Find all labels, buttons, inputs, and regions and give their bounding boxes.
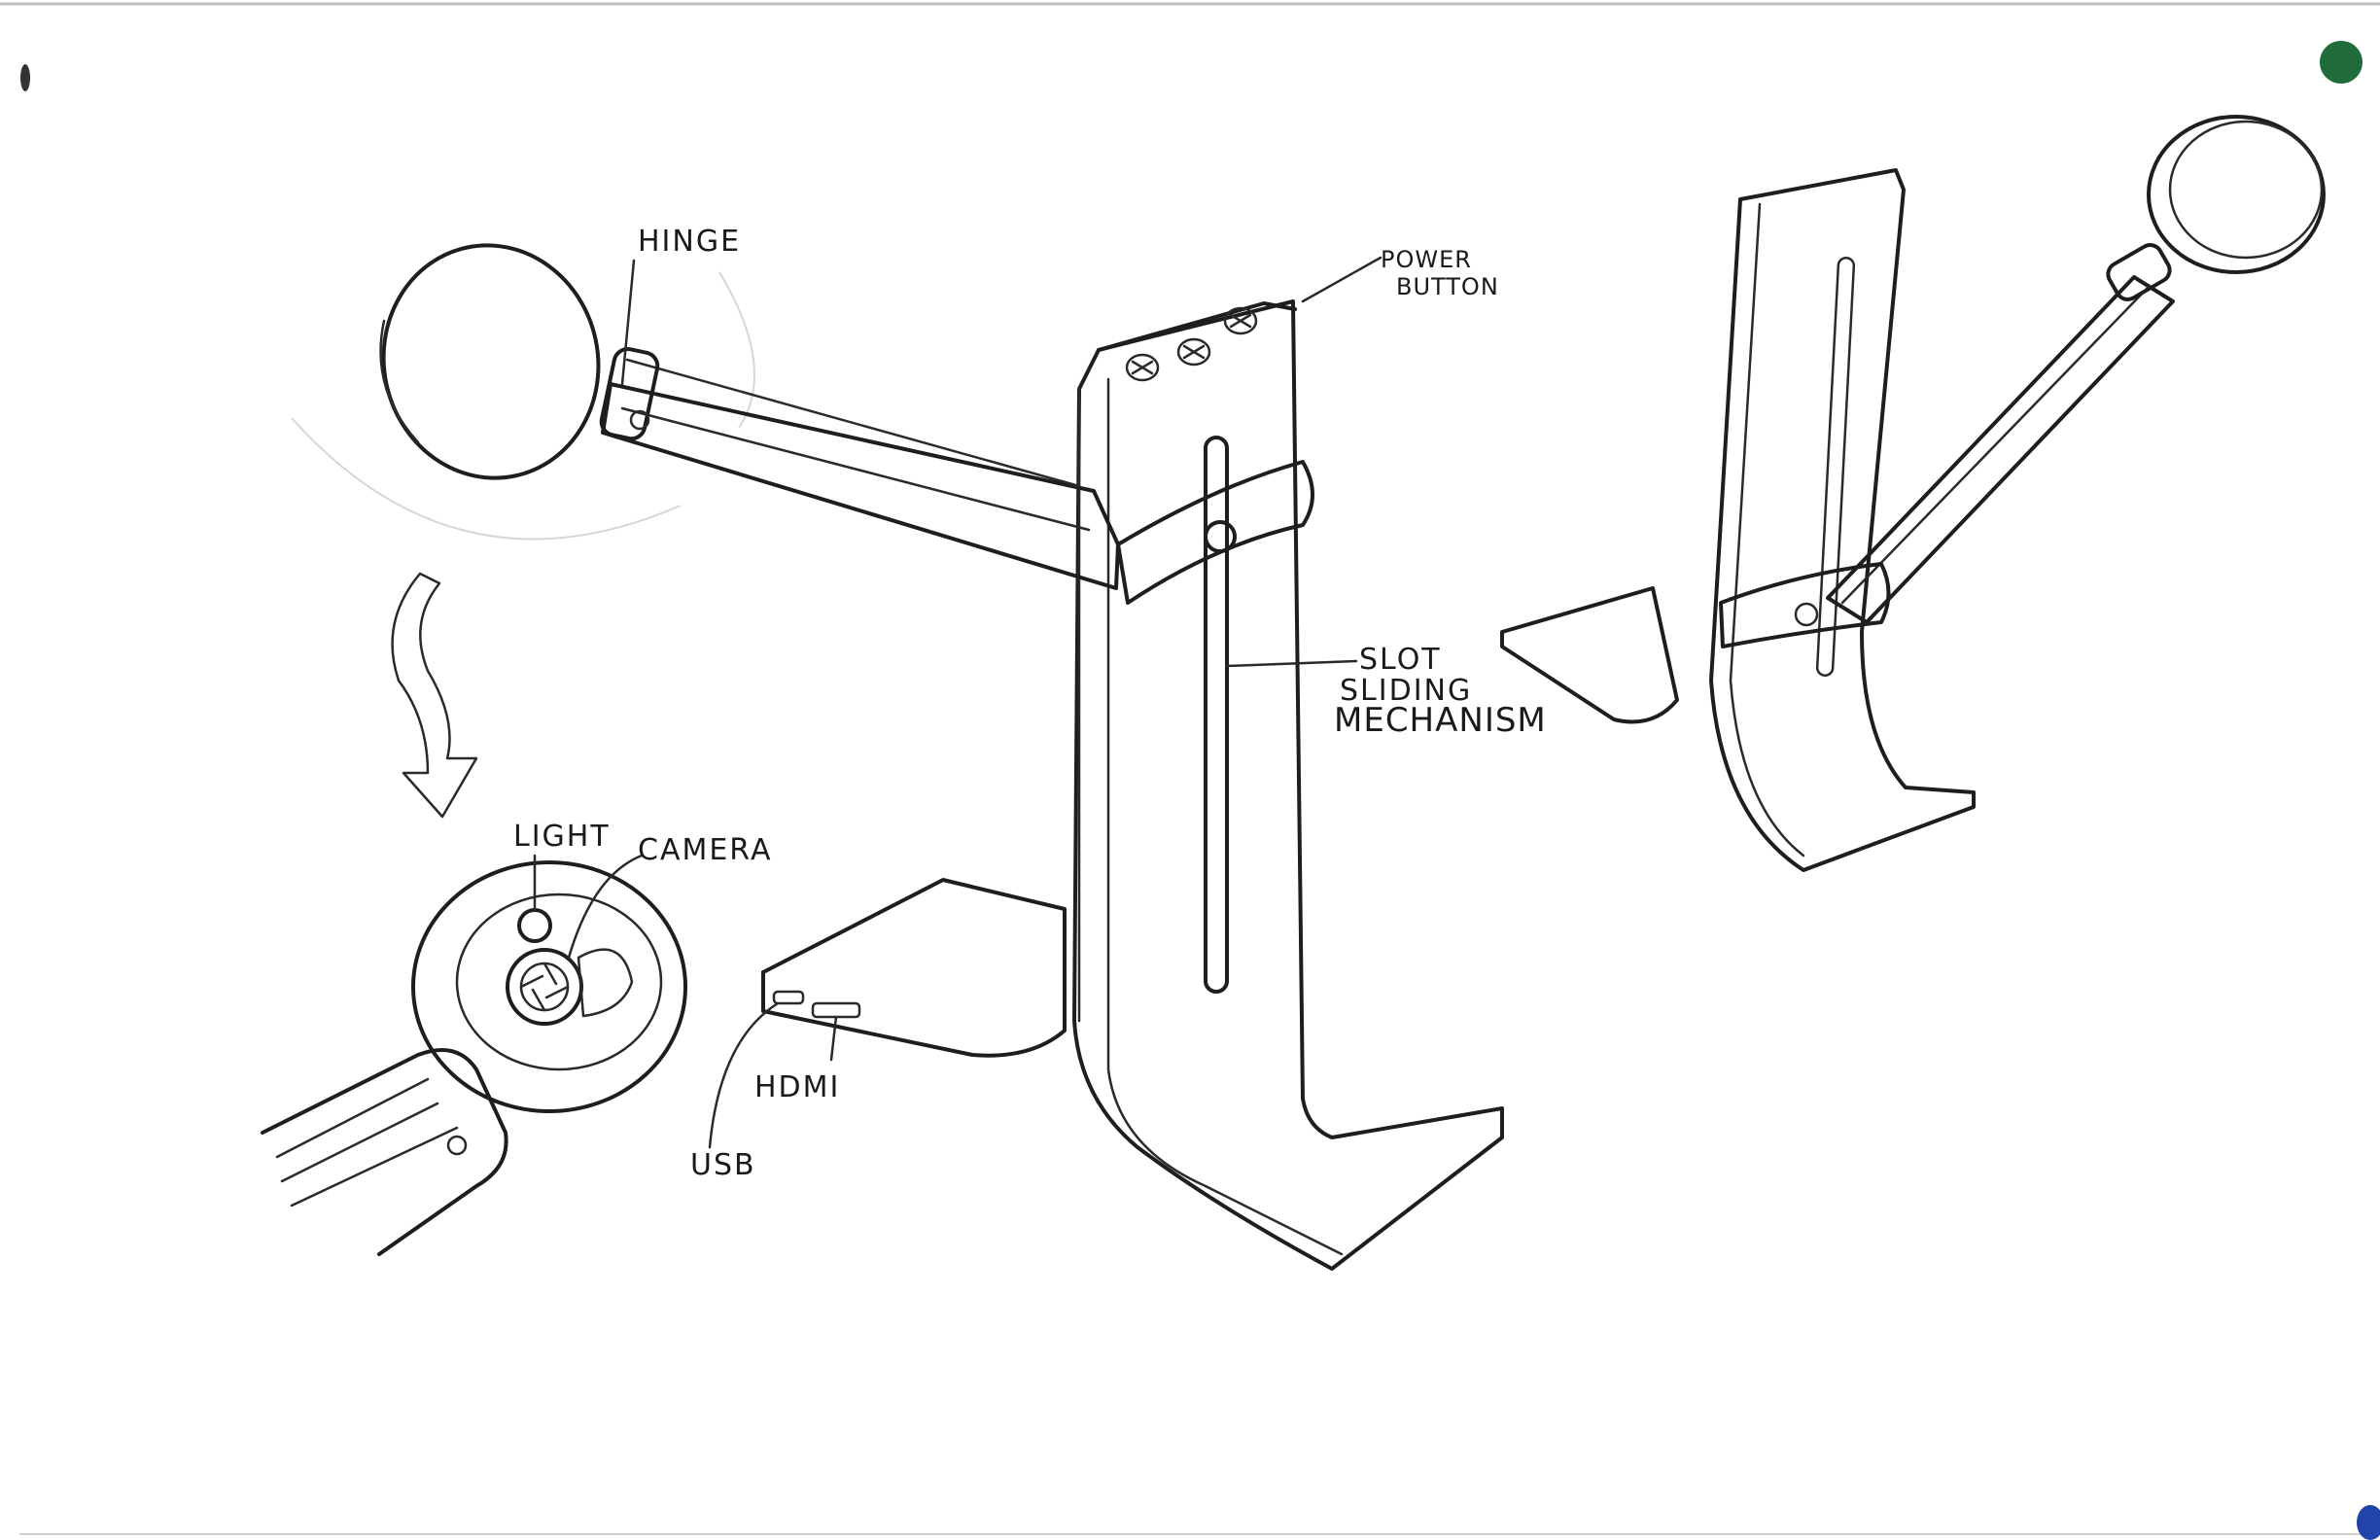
blue-pushpin-icon <box>2357 1505 2380 1540</box>
slot-leader <box>1225 659 1358 668</box>
green-pushpin-icon <box>2320 41 2362 84</box>
hinge-leader <box>620 259 636 386</box>
side-hinge <box>2106 243 2172 301</box>
light-led-icon <box>517 908 552 943</box>
hdmi-port-icon <box>811 1001 861 1019</box>
sliding-label: SLIDING <box>1340 674 1472 708</box>
camera-head <box>381 243 601 480</box>
side-foot-left <box>1500 586 1679 724</box>
slot-label: SLOT <box>1359 643 1442 677</box>
usb-port-icon <box>772 990 805 1005</box>
clamp-screw-icon[interactable] <box>1204 520 1237 553</box>
power-button-icon[interactable] <box>1125 353 1160 382</box>
control-button-icon-2[interactable] <box>1223 306 1258 335</box>
base-plate-left <box>761 878 1067 1058</box>
detail-camera-head <box>411 860 687 1113</box>
side-slider-clamp <box>1719 562 1891 648</box>
mechanism-label: MECHANISM <box>1334 701 1547 740</box>
usb-leader <box>708 1001 780 1149</box>
top-buttons <box>1125 306 1258 382</box>
column-top-edge <box>1097 301 1297 352</box>
sliding-slot <box>1204 436 1229 994</box>
slider-clamp <box>1116 460 1314 605</box>
light-label: LIGHT <box>513 820 611 854</box>
camera-label: CAMERA <box>638 833 772 867</box>
rotation-arrow <box>391 572 478 819</box>
side-camera-head <box>2147 115 2326 274</box>
detail-camera-face <box>455 892 663 1071</box>
hinge-joint <box>599 347 660 441</box>
control-button-icon[interactable] <box>1176 337 1211 367</box>
hdmi-label: HDMI <box>754 1070 840 1104</box>
hinge-pin-icon <box>629 409 650 431</box>
side-clamp-screw-icon[interactable] <box>1794 602 1819 627</box>
camera-detail <box>261 860 687 1256</box>
guide-arc-2 <box>718 271 755 429</box>
side-view-stand <box>1500 115 2326 872</box>
pushpin-shadow-icon <box>20 64 30 91</box>
side-column <box>1709 168 1976 872</box>
camera-leader <box>567 854 644 960</box>
camera-arm <box>601 382 1120 590</box>
rotate-arrow-icon <box>391 572 478 819</box>
camera-lens-icon <box>506 948 583 1026</box>
side-sliding-slot <box>1815 257 1856 677</box>
usb-label: USB <box>690 1148 756 1182</box>
power-button-label-line1: POWER <box>1381 246 1472 273</box>
detail-pin-icon <box>446 1135 468 1156</box>
main-stand <box>291 243 1504 1271</box>
power-button-label-line2: BUTTON <box>1396 273 1499 300</box>
leader-lines <box>533 256 1382 1149</box>
guide-arc <box>291 417 682 541</box>
detail-arm <box>261 1048 508 1256</box>
column-inner-edge <box>1106 377 1344 1256</box>
lens-shading <box>577 948 634 1018</box>
hinge-label: HINGE <box>638 225 741 259</box>
hdmi-leader <box>829 1015 838 1062</box>
power-button-leader <box>1301 256 1382 303</box>
annotations: HINGE POWER BUTTON SLOT SLIDING MECHANIS… <box>513 225 1547 1182</box>
side-arm <box>1826 275 2175 624</box>
upright-column <box>1072 299 1504 1271</box>
